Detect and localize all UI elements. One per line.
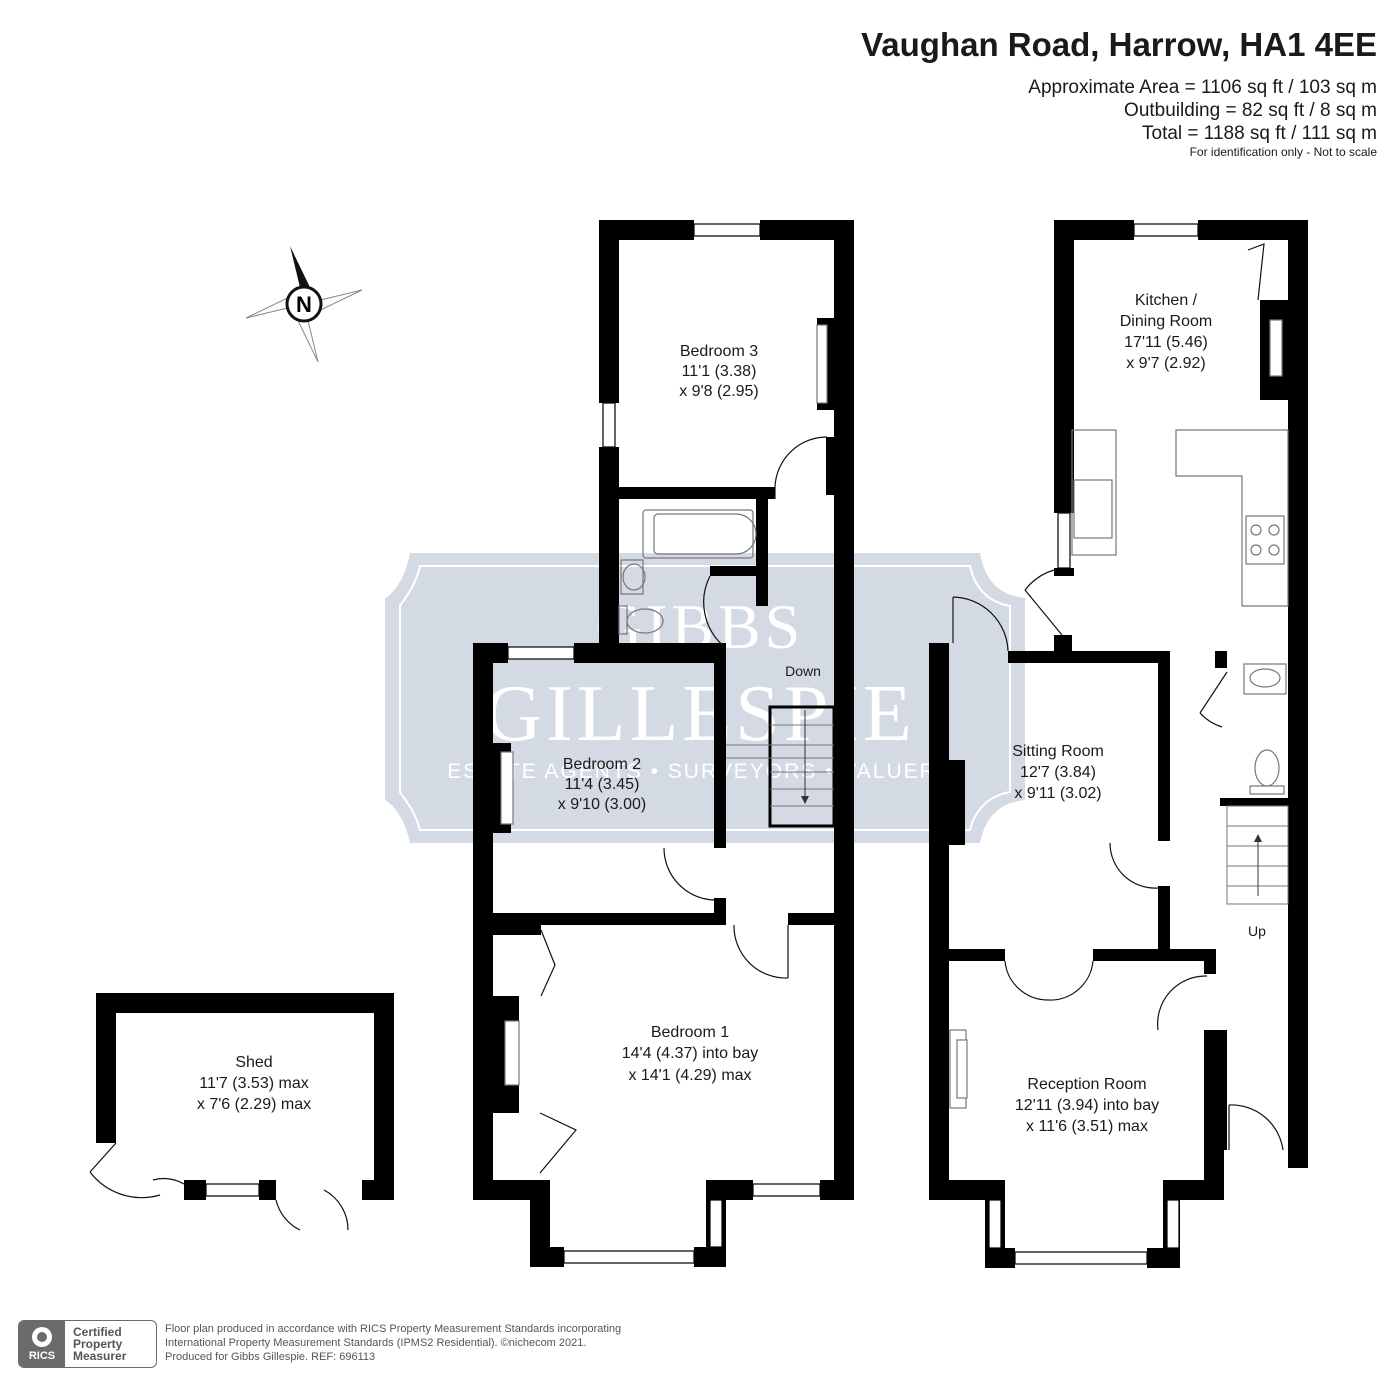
windows — [205, 223, 1199, 1265]
footer-line3: Produced for Gibbs Gillespie. REF: 69611… — [165, 1351, 376, 1363]
ground-floor-walls — [929, 220, 1308, 1268]
sitting-room-name: Sitting Room — [1012, 743, 1104, 760]
sitting-room-dim2: x 9'11 (3.02) — [1014, 785, 1101, 802]
first-floor-walls — [473, 220, 854, 1267]
certified-measurer-text: Certified Property Measurer — [73, 1325, 127, 1363]
shed-name: Shed — [235, 1054, 272, 1071]
basin — [620, 559, 644, 595]
cloakroom-basin — [1243, 663, 1287, 695]
hob — [1245, 515, 1285, 565]
reception-room-dim1: 12'11 (3.94) into bay — [1015, 1097, 1159, 1114]
bedroom3-dim1: 11'1 (3.38) — [682, 363, 757, 380]
floor-plan: GIBBS GILLESPIE ESTATE AGENTS • SURVEYOR… — [89, 220, 1308, 1268]
compass-icon: N — [245, 246, 363, 363]
scale-disclaimer: For identification only - Not to scale — [1189, 145, 1377, 159]
footer: RICS Certified Property Measurer Floor p… — [18, 1320, 738, 1372]
room-labels: Bedroom 3 11'1 (3.38) x 9'8 (2.95) Bedro… — [197, 292, 1266, 1135]
bath — [642, 509, 754, 559]
rics-seal-icon: RICS — [19, 1321, 65, 1367]
bedroom2-name: Bedroom 2 — [563, 756, 641, 773]
footer-disclaimer: Floor plan produced in accordance with R… — [165, 1322, 621, 1364]
stairs-up-label: Up — [1248, 923, 1266, 939]
kitchen-counter-right — [1175, 429, 1289, 607]
property-title: Vaughan Road, Harrow, HA1 4EE — [861, 26, 1377, 63]
kitchen-dim1: 17'11 (5.46) — [1124, 334, 1208, 351]
reception-room-dim2: x 11'6 (3.51) max — [1026, 1118, 1148, 1135]
shed-dim2: x 7'6 (2.29) max — [197, 1096, 311, 1113]
kitchen-counter-left — [1071, 429, 1117, 556]
shed-walls — [96, 993, 394, 1200]
sitting-room-dim1: 12'7 (3.84) — [1020, 764, 1096, 781]
stairs — [726, 705, 1289, 905]
bedroom2-dim2: x 9'10 (3.00) — [558, 796, 646, 813]
approximate-area-text: Approximate Area = 1106 sq ft / 103 sq m — [1028, 77, 1377, 98]
outbuilding-area-text: Outbuilding = 82 sq ft / 8 sq m — [1124, 100, 1377, 121]
bedroom2-dim1: 11'4 (3.45) — [565, 776, 640, 793]
footer-line1: Floor plan produced in accordance with R… — [165, 1323, 622, 1335]
bedroom1-dim1: 14'4 (4.37) into bay — [622, 1045, 758, 1062]
shed-dim1: 11'7 (3.53) max — [199, 1075, 308, 1092]
compass-letter: N — [296, 292, 312, 317]
bedroom1-dim2: x 14'1 (4.29) max — [628, 1067, 751, 1084]
rics-logo: RICS Certified Property Measurer — [18, 1320, 157, 1368]
rics-logo-text: RICS — [28, 1350, 56, 1362]
sink — [1073, 479, 1113, 539]
door-swings — [89, 243, 1284, 1231]
bedroom3-dim2: x 9'8 (2.95) — [679, 383, 759, 400]
stairs-down-label: Down — [785, 663, 821, 679]
kitchen-name2: Dining Room — [1120, 313, 1212, 330]
reception-room-name: Reception Room — [1027, 1076, 1146, 1093]
total-area-text: Total = 1188 sq ft / 111 sq m — [1142, 123, 1377, 144]
watermark-line3: ESTATE AGENTS • SURVEYORS • VALUERS — [447, 760, 953, 783]
bedroom1-name: Bedroom 1 — [651, 1024, 729, 1041]
bedroom3-name: Bedroom 3 — [680, 343, 758, 360]
kitchen-dim2: x 9'7 (2.92) — [1126, 355, 1206, 372]
cloakroom-toilet — [1249, 785, 1285, 795]
fixtures — [500, 319, 1289, 1109]
footer-line2: International Property Measurement Stand… — [165, 1337, 587, 1349]
kitchen-name1: Kitchen / — [1135, 292, 1198, 309]
